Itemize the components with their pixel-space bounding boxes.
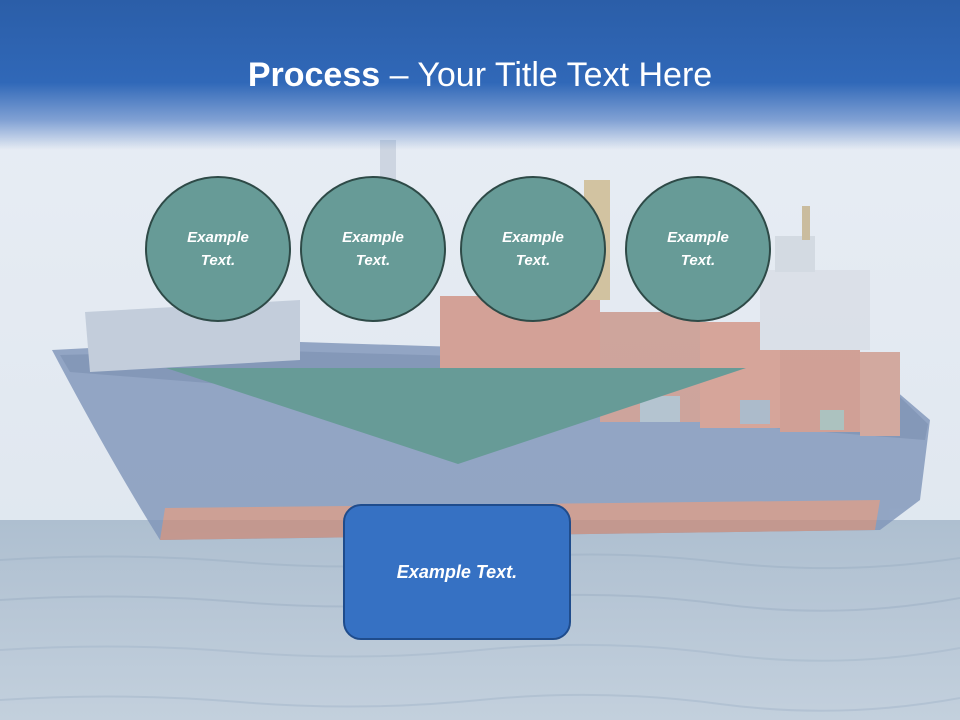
circle-2-text: Example Text. (342, 229, 404, 269)
process-circle-1: Example Text. (145, 176, 291, 322)
funnel-shape (166, 368, 746, 464)
circle-1-text: Example Text. (187, 229, 249, 269)
process-circle-3: Example Text. (460, 176, 606, 322)
circle-4-text: Example Text. (667, 229, 729, 269)
process-circle-2: Example Text. (300, 176, 446, 322)
circle-3-text: Example Text. (502, 229, 564, 269)
title-band (0, 0, 960, 150)
result-box-text: Example Text. (396, 561, 518, 582)
title-rest-part: – Your Title Text Here (380, 56, 713, 94)
slide-title: Process – Your Title Text Here (0, 50, 960, 100)
result-box: Example Text. (343, 504, 571, 640)
title-bold-part: Process (247, 56, 381, 94)
process-circle-4: Example Text. (625, 176, 771, 322)
